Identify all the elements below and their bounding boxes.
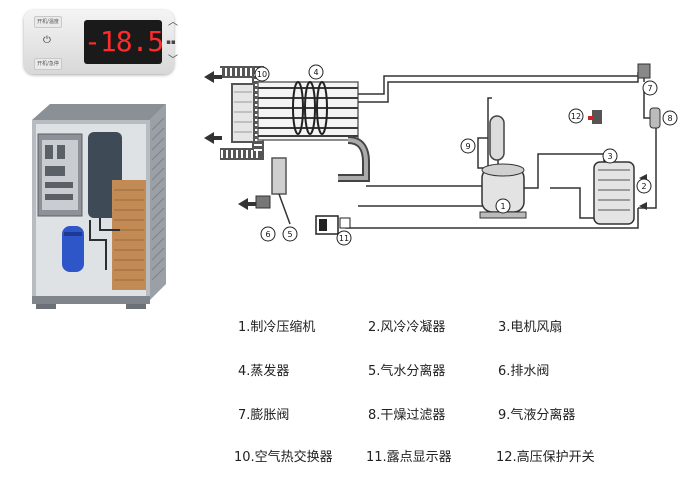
callout-9: 9: [465, 142, 470, 151]
evaporator: [257, 81, 359, 141]
callout-8: 8: [667, 114, 672, 123]
callout-6: 6: [265, 230, 270, 239]
refrigeration-compressor: [479, 163, 527, 219]
air-heat-exchanger: [220, 66, 264, 160]
legend-item: 7.膨胀阀: [238, 408, 290, 423]
legend-item: 5.气水分离器: [368, 364, 446, 379]
legend-item: 8.干燥过滤器: [368, 408, 446, 423]
legend-item: 9.气液分离器: [498, 408, 576, 423]
power-icon[interactable]: ⏻: [43, 35, 51, 46]
mode-icon[interactable]: ▪︎▪︎: [166, 38, 176, 46]
callout-12: 12: [571, 112, 581, 121]
legend-item: 11.露点显示器: [366, 450, 452, 465]
legend-item: 12.高压保护开关: [496, 450, 595, 465]
callout-7: 7: [647, 84, 652, 93]
callout-2: 2: [641, 182, 646, 191]
legend-item: 2.风冷冷凝器: [368, 320, 446, 335]
callout-1: 1: [500, 202, 505, 211]
panel-label-top: 开机/温度: [34, 16, 62, 28]
air-cooled-condenser: [593, 161, 647, 225]
controller-panel: 开机/温度 ⏻ 开机/急停 -18.5 ︿ ▪︎▪︎ ﹀: [24, 10, 178, 74]
refrigeration-flow-diagram: 1 2 3 4 5 6 7 8 9 10 11 12: [204, 63, 678, 246]
up-arrow-icon[interactable]: ︿: [168, 17, 178, 28]
callout-4: 4: [313, 68, 318, 77]
callout-3: 3: [607, 152, 612, 161]
dryer-machine-image: [32, 104, 166, 309]
callout-5: 5: [287, 230, 292, 239]
panel-label-bottom: 开机/急停: [34, 58, 62, 70]
down-arrow-icon[interactable]: ﹀: [168, 55, 178, 66]
legend-item: 3.电机风扇: [498, 320, 563, 335]
callout-11: 11: [339, 234, 349, 243]
legend-item: 10.空气热交换器: [234, 450, 333, 465]
callout-10: 10: [257, 70, 267, 79]
legend-item: 4.蒸发器: [238, 364, 290, 379]
legend-item: 1.制冷压缩机: [238, 320, 316, 335]
temperature-display: -18.5: [84, 20, 164, 64]
gas-liquid-separator: [489, 115, 505, 161]
legend-item: 6.排水阀: [498, 364, 550, 379]
